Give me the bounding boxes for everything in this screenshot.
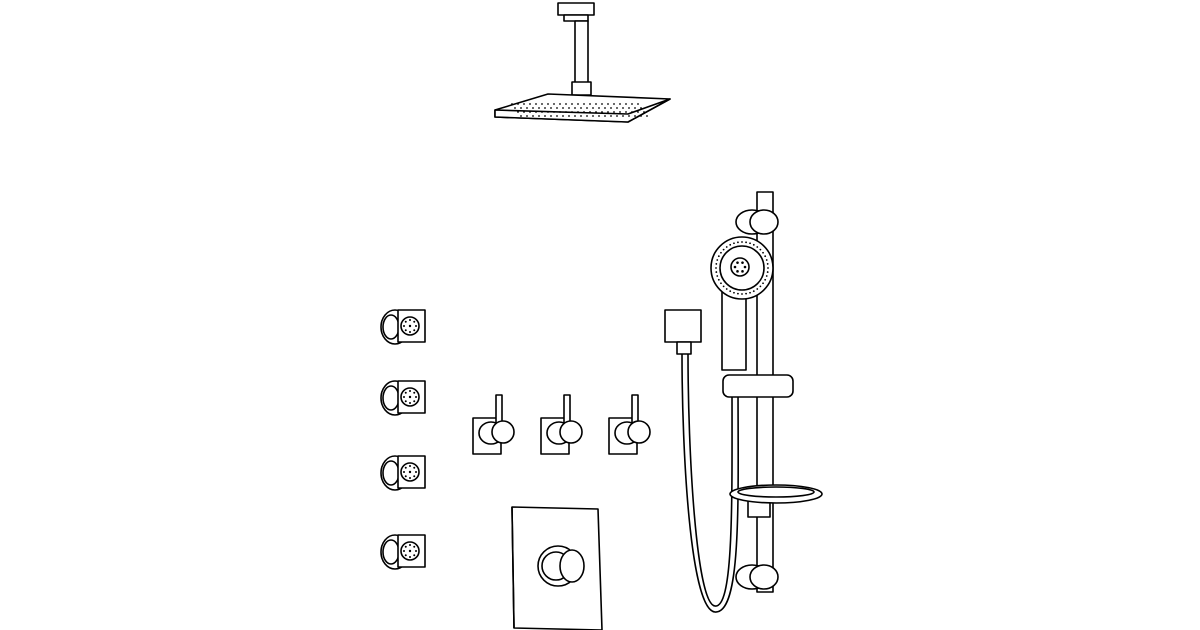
shower-hose-icon bbox=[681, 353, 740, 613]
thermostatic-valve-trim-icon bbox=[511, 506, 603, 630]
volume-control-valve-icon bbox=[608, 394, 651, 455]
volume-control-valve-icon bbox=[540, 394, 583, 455]
body-jet-icon bbox=[380, 380, 426, 416]
body-jet-icon bbox=[380, 455, 426, 491]
soap-dish-icon bbox=[729, 484, 823, 504]
body-jet-icon bbox=[380, 534, 426, 570]
wall-elbow-icon bbox=[664, 309, 702, 355]
ceiling-rain-shower-head-icon bbox=[494, 2, 671, 123]
body-jet-icon bbox=[380, 309, 426, 345]
volume-control-valve-icon bbox=[472, 394, 515, 455]
hand-shower-icon bbox=[710, 236, 774, 371]
